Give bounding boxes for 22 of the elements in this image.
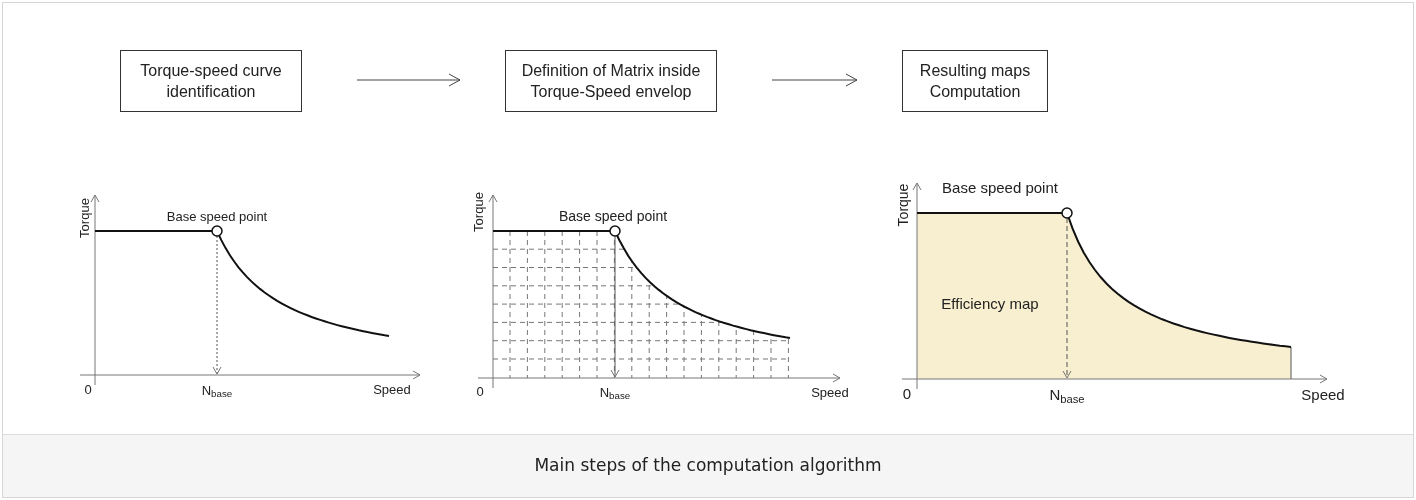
process-box: Definition of Matrix inside Torque-Speed envelop <box>505 50 717 112</box>
axis-label: Torque <box>471 192 485 232</box>
arrow <box>771 73 858 87</box>
area-label: Efficiency map <box>941 295 1039 311</box>
process-box: Torque-speed curve identification <box>120 50 302 112</box>
point-label: Base speed point <box>166 209 268 223</box>
point-label: Base speed point <box>558 209 668 223</box>
figure-caption: Main steps of the computation algorithm <box>534 454 882 478</box>
point-label: Base speed point <box>942 179 1058 195</box>
tick-label: N$_{base}$ <box>599 385 631 399</box>
tick-label: N$_{base}$ <box>201 383 233 397</box>
process-box: Resulting maps Computation <box>902 50 1048 112</box>
axis-label: Torque <box>896 183 910 227</box>
axis-label: 0 <box>476 384 484 398</box>
arrow <box>356 73 461 87</box>
axis-label: 0 <box>84 382 92 396</box>
axis-label: Speed <box>373 382 411 396</box>
axis-label: Speed <box>1301 386 1345 402</box>
axis-label: 0 <box>902 385 912 401</box>
tick-label: N$_{base}$ <box>1049 386 1085 402</box>
axis-label: Speed <box>811 385 849 399</box>
axis-label: Torque <box>77 198 91 238</box>
